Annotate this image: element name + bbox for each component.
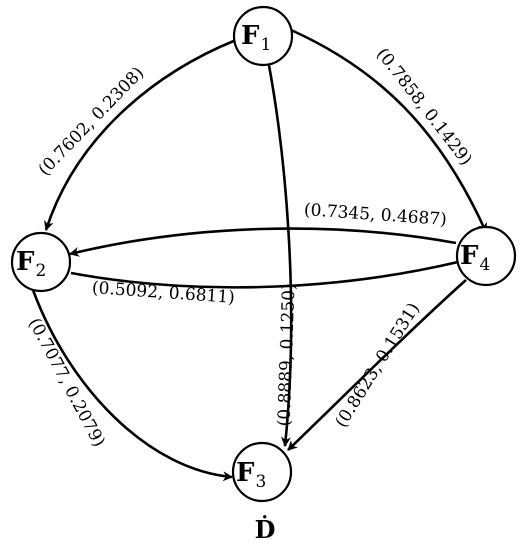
diagram-caption: Ḋ — [255, 515, 276, 544]
node-letter: F — [460, 241, 479, 271]
edge-f4-f2 — [69, 227, 457, 257]
edge-label-f1-f3: (0.8889, 0.1250) — [275, 283, 300, 427]
node-subscript: 1 — [260, 35, 271, 55]
edge-f1-f3 — [266, 59, 293, 447]
edge-label-f1-f2: (0.7602, 0.2308) — [35, 63, 149, 180]
node-f1: F1 — [232, 5, 294, 67]
node-letter: F — [16, 247, 35, 277]
edge-f2-f4 — [70, 260, 459, 289]
edge-label-f4-f2: (0.7345, 0.4687) — [303, 200, 447, 230]
node-subscript: 4 — [479, 255, 490, 275]
edge-f1-f4 — [290, 28, 488, 233]
node-f3: F3 — [231, 441, 293, 503]
node-f2: F2 — [10, 231, 72, 293]
svg-text:F1: F1 — [241, 21, 271, 55]
edge-f2-f3 — [31, 289, 233, 482]
edge-label-f4-f3: (0.8623, 0.1531) — [331, 299, 424, 431]
edge-f1-f2 — [44, 38, 237, 231]
node-letter: F — [241, 21, 260, 51]
edge-label-f2-f3: (0.7077, 0.2079) — [24, 315, 109, 451]
svg-text:F2: F2 — [16, 247, 46, 281]
edge-label-f1-f4: (0.7858, 0.1429) — [372, 44, 476, 169]
node-subscript: 3 — [255, 472, 266, 492]
edge-label-f2-f4: (0.5092, 0.6811) — [91, 278, 235, 308]
node-subscript: 2 — [35, 261, 46, 281]
node-f4: F4 — [455, 225, 517, 287]
node-letter: F — [236, 458, 255, 488]
svg-text:F4: F4 — [460, 241, 490, 275]
svg-text:F3: F3 — [236, 458, 266, 492]
edge-f4-f3 — [287, 279, 467, 451]
